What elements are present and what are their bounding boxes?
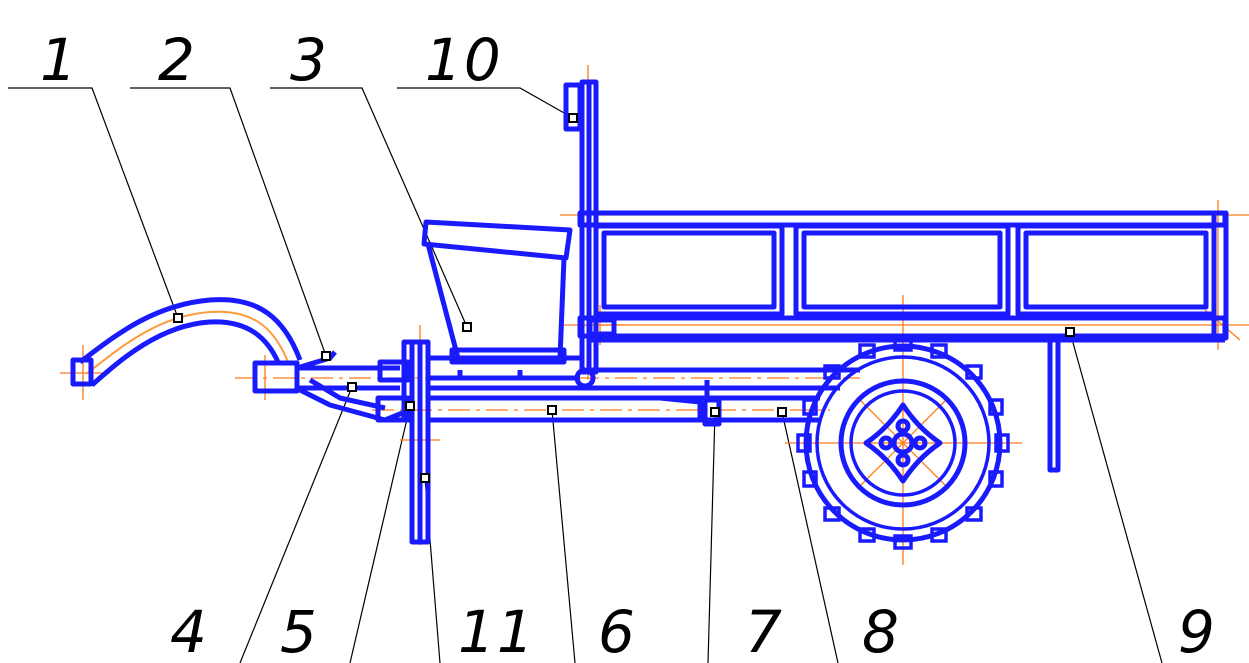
leader-3 <box>270 87 468 328</box>
callout-label-7: 7 <box>745 598 784 663</box>
callout-label-8: 8 <box>862 598 901 663</box>
main-frame <box>428 355 860 427</box>
support-leg <box>401 339 431 545</box>
leader-6 <box>551 409 576 663</box>
leader-7 <box>707 411 716 663</box>
hopper <box>421 219 573 365</box>
leader-10 <box>397 87 574 119</box>
callout-label-5: 5 <box>280 598 319 663</box>
callout-label-10: 10 <box>425 26 503 94</box>
leader-5 <box>349 405 411 663</box>
wheel <box>796 336 1010 550</box>
callout-label-2: 2 <box>158 26 197 94</box>
leader-2 <box>130 87 327 357</box>
callout-label-11: 11 <box>458 598 536 663</box>
callout-markers <box>173 113 1075 483</box>
callout-label-9: 9 <box>1178 598 1217 663</box>
drawbar-handle <box>70 297 303 387</box>
callout-label-1: 1 <box>40 26 79 94</box>
leader-lines <box>8 87 1163 663</box>
leader-1 <box>8 87 179 319</box>
callout-label-6: 6 <box>598 598 637 663</box>
leader-9 <box>1069 331 1163 663</box>
leader-8 <box>781 411 839 663</box>
callout-label-3: 3 <box>290 26 329 94</box>
leader-4 <box>239 386 353 663</box>
tire-tread <box>796 336 1010 550</box>
callout-label-4: 4 <box>170 598 209 663</box>
cargo-body <box>577 210 1229 473</box>
